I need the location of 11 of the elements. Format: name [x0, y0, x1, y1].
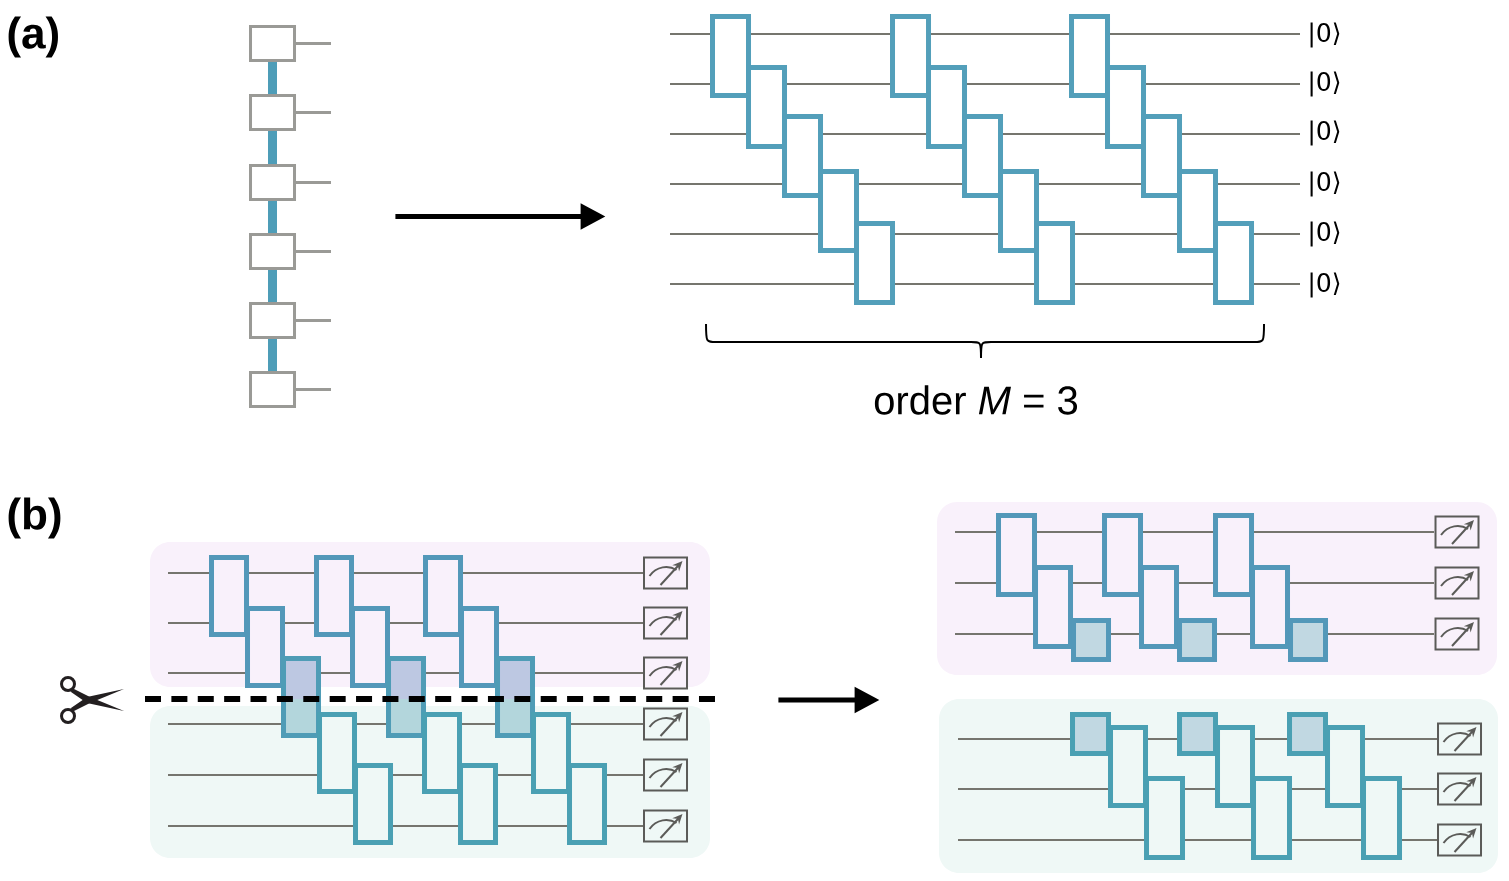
circuit-drawing [669, 14, 1301, 305]
ket-label: |0⟩ [1310, 171, 1340, 197]
ket-label: |0⟩ [1310, 272, 1340, 298]
brace-label: order M = 3 [874, 385, 1078, 415]
panel-label: (a) [8, 16, 58, 58]
ket-label: |0⟩ [1310, 221, 1340, 247]
tensor-chain-drawing [249, 25, 331, 408]
panel-label: (b) [8, 497, 61, 539]
ket-label: |0⟩ [1310, 120, 1340, 146]
ket-label: |0⟩ [1310, 71, 1340, 97]
ket-label: |0⟩ [1310, 22, 1340, 48]
